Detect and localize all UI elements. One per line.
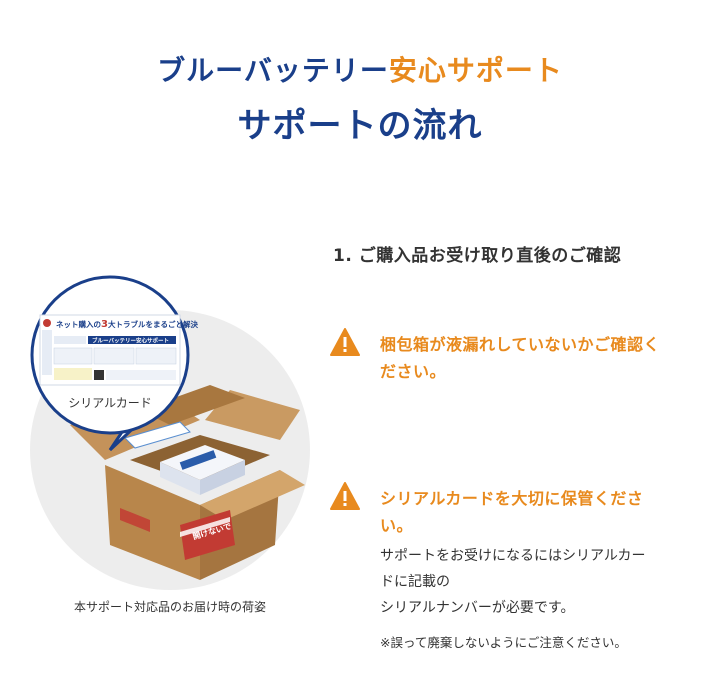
card-headline-1: ネット購入の [56, 319, 101, 329]
step-title: 1. ご購入品お受け取り直後のご確認 [333, 246, 622, 266]
header-title-support: 安心サポート [388, 54, 563, 87]
disposal-note: ※誤って廃棄しないようにご注意ください。 [380, 635, 627, 650]
warning-icon [330, 328, 360, 356]
warning-line: ださい。 [380, 362, 447, 381]
serial-card-callout [30, 275, 190, 452]
callout-label: シリアルカード [68, 396, 152, 410]
header-title-brand: ブルーバッテリー [157, 54, 389, 87]
body-line: ドに記載の [380, 574, 450, 590]
flow-title: サポートの流れ [229, 98, 491, 151]
card-headline-num: 3 [101, 319, 108, 330]
card-headline-text: ネット購入の3大トラブルをまるごと解決 [56, 319, 198, 330]
warning-text-keep-serial-card: シリアルカードを大切に保管くださ い。 [380, 485, 643, 539]
serial-number-explanation: サポートをお受けになるにはシリアルカー ドに記載の シリアルナンバーが必要です。 [380, 543, 710, 621]
warning-line: 梱包箱が液漏れしていないかご確認く [380, 335, 661, 354]
warning-line: シリアルカードを大切に保管くださ [380, 489, 644, 508]
card-brand-text: ブルーバッテリー安心サポート [92, 337, 169, 345]
flow-title-wrap: サポートの流れ [0, 98, 720, 151]
package-illustration: ネット購入の3大トラブルをまるごと解決 ブルーバッテリー安心サポート シリアルカ… [30, 275, 310, 590]
page-header-title: ブルーバッテリー安心サポート [0, 49, 720, 89]
warning-text-package-leak: 梱包箱が液漏れしていないかご確認く ださい。 [380, 331, 660, 385]
body-line: サポートをお受けになるにはシリアルカー [380, 548, 646, 564]
card-headline-2: 大トラブルをまるごと解決 [108, 319, 198, 329]
warning-icon [330, 482, 360, 510]
warning-line: い。 [380, 516, 414, 535]
illustration-caption: 本サポート対応品のお届け時の荷姿 [73, 600, 266, 614]
body-line: シリアルナンバーが必要です。 [380, 600, 575, 616]
